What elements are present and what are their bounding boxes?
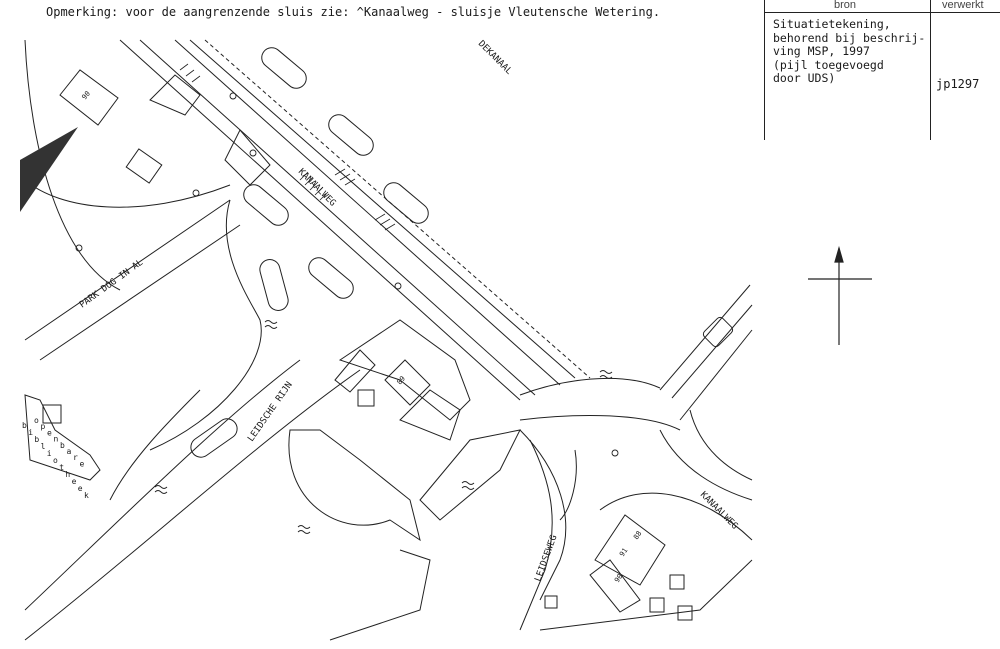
park-road [24, 39, 262, 451]
label-leidseweg: LEIDSEWEG [533, 534, 559, 583]
library-letter-b-7: h [65, 470, 70, 479]
info-header-rule [764, 12, 1000, 13]
library-letter-2: e [47, 428, 52, 437]
parking-spaces [190, 47, 429, 458]
label-kanaalweg-top: KANAALWEG [296, 167, 338, 209]
label-dekanaal: DEKANAAL [476, 39, 514, 77]
header-processed: verwerkt [942, 0, 984, 11]
info-table: bron verwerkt Situatietekening, behorend… [764, 0, 1000, 140]
label-house-89: 89 [395, 375, 407, 387]
source-line: Situatietekening, [773, 17, 891, 31]
source-line: ving MSP, 1997 [773, 44, 870, 58]
library-letter-b-8: e [72, 477, 77, 486]
library-letter-b-9: e [78, 484, 83, 493]
source-description: Situatietekening, behorend bij beschrij-… [773, 17, 926, 86]
pointer-arrow-icon [20, 127, 78, 212]
library-letter-b-5: o [53, 456, 58, 465]
library-letter-b-6: t [59, 463, 64, 472]
library-letter-3: n [54, 435, 59, 444]
library-letter-b-3: l [41, 442, 46, 451]
label-kanaalweg-bottom: KANAALWEG [698, 490, 740, 532]
source-line: (pijl toegevoegd [773, 57, 884, 72]
library-letter-5: a [67, 447, 72, 456]
info-mid-rule [930, 0, 931, 140]
canal-kanaalweg [119, 39, 591, 401]
source-line: behorend bij beschrij- [773, 30, 926, 45]
label-house-91: 91 [618, 547, 629, 559]
library-letter-6: r [73, 453, 78, 462]
source-line: door UDS) [773, 71, 836, 85]
library-letter-4: b [60, 441, 65, 450]
info-left-rule [764, 0, 765, 140]
library-letter-7: e [80, 459, 85, 468]
library-letter-b-4: i [47, 449, 52, 458]
leidsche-rijn [24, 359, 361, 641]
library-letter-b-2: b [34, 435, 39, 444]
north-arrow-icon [808, 245, 872, 345]
lock-island [288, 319, 521, 641]
label-park: PARK DOG IN AL [78, 258, 145, 311]
label-house-88: 88 [632, 530, 643, 542]
library-letter-b-10: k [84, 491, 89, 500]
processed-code: jp1297 [936, 77, 980, 91]
buildings-bottom-right [539, 492, 753, 631]
library-letter-1: p [41, 422, 46, 431]
label-house-90: 90 [80, 90, 92, 102]
remark-note: Opmerking: voor de aangrenzende sluis zi… [46, 5, 661, 19]
right-waterway [519, 284, 753, 631]
library-building [24, 394, 101, 481]
label-house-90b: 90 [613, 573, 624, 585]
library-letter-b-1: i [28, 428, 33, 437]
canal-hatch [179, 63, 396, 231]
buildings-top-left [59, 69, 271, 186]
tree-symbols [75, 92, 619, 457]
header-source: bron [834, 0, 857, 11]
library-letter-b-0: b [22, 421, 27, 430]
building-89 [334, 349, 431, 407]
library-letter-0: o [34, 416, 39, 425]
water-symbols [154, 320, 613, 534]
label-leidsche-rijn: LEIDSCHE RIJN [246, 380, 295, 443]
